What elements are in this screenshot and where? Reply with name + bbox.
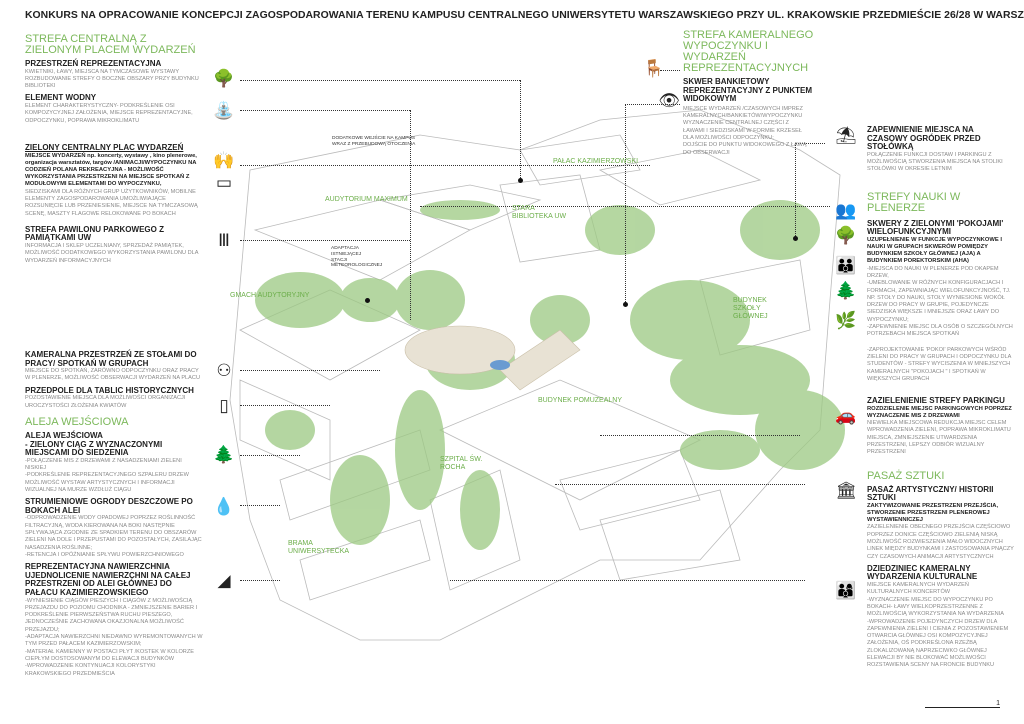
rain-water-icon: 💧	[213, 497, 235, 516]
page-number: 1	[925, 700, 1000, 708]
section-heading: REPREZENTACYJNA NAWIERZCHNIA UJEDNOLICEN…	[25, 562, 191, 597]
section-body: -POŁĄCZENIE MIS Z DRZEWAMI Z NASADZENIAM…	[25, 457, 189, 493]
section-body: INFORMACJA I SKLEP UCZELNIANY, SPRZEDAŻ …	[25, 242, 199, 264]
map-note-stacja: ADAPTACJA ISTNIEJĄCEJ STACJI METEOROLOGI…	[331, 246, 383, 269]
section-heading: ZIELONY CENTRALNY PLAC WYDARZEŃ	[25, 143, 184, 152]
section-heading: STRUMIENIOWE OGRODY DESZCZOWE PO BOKACH …	[25, 497, 193, 515]
zone-heading-pasaz: PASAŻ SZTUKI	[867, 469, 945, 482]
right-mid-column: STREFA KAMERALNEGO WYPOCZYNKU I WYDARZEŃ…	[683, 30, 828, 157]
audience-stage-icon: 👨‍👩‍👦	[835, 581, 857, 600]
paving-icon: ◢	[217, 571, 231, 590]
map-label-szkola: BUDYNEK SZKOŁY GŁÓWNEJ	[733, 297, 768, 320]
section-heading: ZAZIELENIENIE STREFY PARKINGU	[867, 396, 1005, 406]
park-trees-icon: 🌳	[213, 69, 235, 88]
column-icon: 🏛	[835, 481, 857, 500]
eye-icon: 👁	[658, 91, 680, 110]
stage-icon: ▭	[215, 173, 233, 192]
zone-heading-kameralny: STREFA KAMERALNEGO WYPOCZYNKU I WYDARZEŃ…	[683, 29, 814, 74]
trees-bench-icon: 🌲	[213, 445, 235, 464]
section-body: -MIEJSCA DO NAUKI W PLENERZE POD OKAPEM …	[867, 265, 1013, 338]
zone-heading-central: STREFA CENTRALNĄ Z ZIELONYM PLACEM WYDAR…	[25, 33, 196, 56]
section-body: POŁĄCZENIE FUNKCJI DOSTAW I PARKINGU Z M…	[867, 151, 1003, 173]
section-heading: ZAPEWNIENIE MIEJSCA NA CZASOWY OGRÓDEK P…	[867, 125, 981, 152]
section-body: MIEJSCE WYDARZEŃ /CZASOWYCH IMPREZ KAMER…	[683, 105, 807, 156]
pavilion-icon: Ⅲ	[218, 231, 230, 250]
section-heading: PRZEDPOLE DLA TABLIC HISTORYCZNYCH	[25, 385, 194, 395]
section-body: SIEDZISKAMI DLA RÓŻNYCH GRUP UŻYTKOWNIKÓ…	[25, 188, 198, 217]
section-body: -ODPROWADZENIE WODY OPADOWEJ POPRZEZ ROŚ…	[25, 515, 202, 558]
map-label-szpital: SZPITAL ŚW. ROCHA	[440, 456, 483, 471]
section-body: MIEJSCE KAMERALNYCH WYDARZEŃ KULTURALNYC…	[867, 582, 1009, 669]
umbrella-table-icon: ⛱	[835, 126, 857, 145]
map-label-pomuzealny: BUDYNEK POMUZEALNY	[538, 397, 623, 404]
section-heading: SKWERY Z ZIELONYMI 'POKOJAMI' WIELOFUNKC…	[867, 218, 1004, 237]
left-column-plac: ZIELONY CENTRALNY PLAC WYDARZEŃ MIEJSCE …	[25, 140, 200, 265]
map-label-audytorium: AUDYTORIUM MAXIMUM	[325, 196, 408, 203]
section-body: KWIETNIKI, ŁAWY, MIEJSCA NA TYMCZASOWE W…	[25, 68, 199, 90]
section-heading: ELEMENT WODNY	[25, 93, 97, 103]
study-group-icon: 👥	[835, 201, 857, 220]
map-label-gmach: GMACH AUDYTORYJNY	[230, 292, 310, 299]
section-bold-body: ZAKTYWIZOWANIE PRZESTRZENI PRZEJŚCIA, ST…	[867, 502, 999, 524]
section-heading: SKWER BANKIETOWY REPREZENTACYJNY Z PUNKT…	[683, 77, 813, 104]
right-column: ZAPEWNIENIE MIEJSCA NA CZASOWY OGRÓDEK P…	[867, 122, 1015, 670]
section-heading: PRZESTRZEŃ REPREZENTACYJNA	[25, 59, 162, 68]
section-body: POZOSTAWIENIE MIEJSCA DLA MOŻLIWOŚCI ORG…	[25, 395, 186, 409]
section-body: MIEJSCE DO SPOTKAŃ, ZARÓWNO ODPOCZYNKU O…	[25, 368, 200, 382]
map-label-brama: BRAMA UNIWERSYTECKA	[288, 540, 350, 555]
section-body: ZAZIELENIENIE OBECNEGO PRZEJŚCIA CZĘŚCIO…	[867, 524, 1014, 560]
car-tree-icon: 🚗	[835, 406, 857, 425]
info-board-icon: ▯	[219, 396, 229, 415]
map-label-palac: PAŁAC KAZIMIERZOWSKI	[553, 158, 639, 165]
fountain-icon: ⛲	[213, 101, 235, 120]
section-bold-body: ROZDZIELENIE MIEJSC PARKINGOWYCH POPRZEZ…	[867, 405, 1012, 419]
park-room-icon: 🌿	[835, 311, 857, 330]
zone-heading-aleja: ALEJA WEJŚCIOWA	[25, 415, 129, 428]
section-heading: STREFA PAWILONU PARKOWEGO Z PAMIĄTKAMI U…	[25, 224, 164, 243]
people-icon: 👪	[835, 256, 857, 275]
zone-heading-nauka: STREFY NAUKI W PLENERZE	[867, 190, 961, 214]
page-title: KONKURS NA OPRACOWANIE KONCEPCJI ZAGOSPO…	[25, 10, 1024, 21]
section-heading: DZIEDZINIEC KAMERALNY WYDARZENIA KULTURA…	[867, 563, 978, 582]
section-body: ELEMENT CHARAKTERYSTYCZNY- PODKREŚLENIE …	[25, 103, 193, 124]
section-heading: PASAŻ ARTYSTYCZNY/ HISTORII SZTUKI	[867, 484, 994, 503]
crowd-event-icon: 🙌	[213, 151, 235, 170]
left-column-top: STREFA CENTRALNĄ Z ZIELONYM PLACEM WYDAR…	[25, 34, 205, 125]
map-note-wejscie: DODATKOWE WEJŚCIE NA KAMPUS WRAZ Z PRZEB…	[332, 136, 416, 147]
section-heading: KAMERALNA PRZESTRZEŃ ZE STOŁAMI DO PRACY…	[25, 350, 197, 368]
section-body: -ZAPROJEKTOWANIE 'POKOI' PARKOWYCH WŚRÓD…	[867, 346, 1012, 382]
meeting-table-icon: ⚇	[216, 361, 232, 380]
map-label-biblioteka: STARA BIBLIOTEKA UW	[512, 205, 567, 220]
section-body: -WYNIESIENIE CIĄGÓW PIESZYCH I CIĄGÓW Z …	[25, 597, 203, 677]
section-body: NIEWIELKA MIEJSCOWA REDUKCJA MIEJSC CELE…	[867, 420, 1011, 456]
section-heading: ALEJA WEJŚCIOWA - ZIELONY CIĄG Z WYZNACZ…	[25, 430, 163, 458]
tree-shade-icon: 🌳	[835, 226, 857, 245]
banquet-table-icon: 🪑	[643, 59, 665, 78]
trees-table-icon: 🌲	[835, 281, 857, 300]
section-bold-body: UZUPEŁNIENIE W FUNKCJE WYPOCZYNKOWE I NA…	[867, 236, 1002, 265]
left-column-bottom: KAMERALNA PRZESTRZEŃ ZE STOŁAMI DO PRACY…	[25, 347, 203, 678]
section-bold-body: MIEJSCE WYDARZEŃ np. koncerty, wystawy ,…	[25, 152, 197, 188]
